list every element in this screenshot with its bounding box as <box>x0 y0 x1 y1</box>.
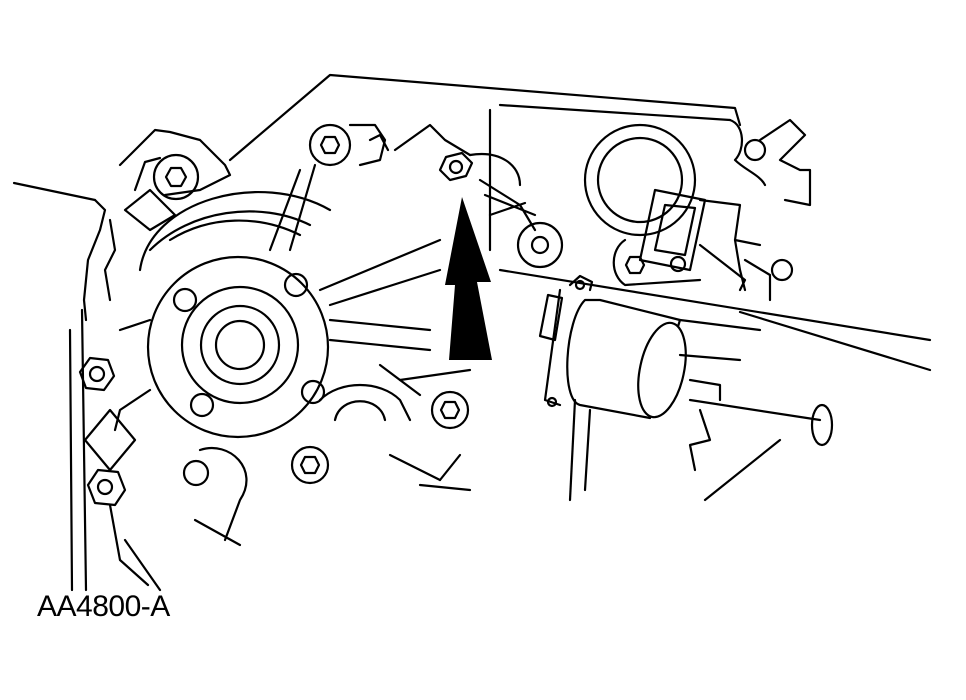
hex-bolt <box>438 151 474 182</box>
housing-outline <box>12 73 932 592</box>
pulley-hub <box>113 163 442 487</box>
arrow-indicator <box>445 197 492 360</box>
lower-casting <box>193 363 472 547</box>
left-bracket <box>78 128 232 592</box>
upper-casting <box>308 123 564 269</box>
figure-caption: AA4800-A <box>37 590 170 623</box>
right-housing <box>488 103 812 302</box>
cylinder-actuator <box>538 274 834 502</box>
